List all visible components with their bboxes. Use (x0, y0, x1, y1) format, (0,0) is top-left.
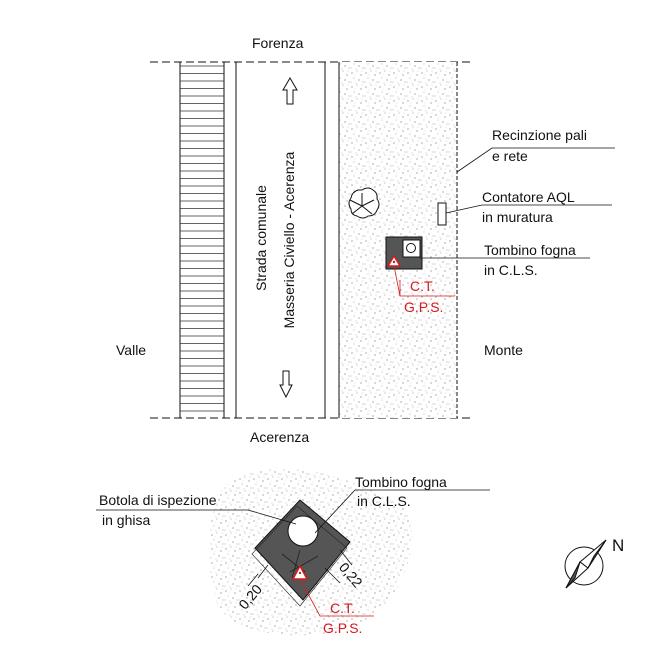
detail-manhole-label-line1: Tombino fogna (355, 474, 447, 490)
north-arrow-icon (564, 539, 607, 589)
detail-dimension-lines (247, 549, 353, 587)
hatch-label-line1: Botola di ispezione (99, 492, 217, 508)
detail-leaders (96, 489, 490, 534)
meter-label-line1: Contatore AQL (482, 189, 575, 205)
plan-point-label-line2: G.P.S. (404, 299, 444, 315)
fence-label-line2: e rete (492, 148, 528, 164)
manhole-plan-icon (385, 236, 423, 270)
road-label-line2: Masseria Civiello - Acerenza (281, 151, 297, 328)
detail-point-label-line2: G.P.S. (323, 620, 363, 636)
east-side-label: Monte (484, 342, 523, 358)
fence-label-line1: Recinzione pali (492, 127, 587, 143)
detail-manhole-label-line2: in C.L.S. (357, 493, 411, 509)
manhole-label-line1: Tombino fogna (484, 242, 576, 258)
road-label-line1: Strada comunale (253, 185, 269, 291)
hatch-label-line2: in ghisa (102, 512, 151, 528)
west-side-label: Valle (116, 342, 147, 358)
arrow-up-icon (282, 77, 298, 105)
south-destination-label: Acerenza (250, 429, 310, 445)
manhole-label-line2: in C.L.S. (484, 262, 538, 278)
plan-point-leader (393, 265, 455, 297)
arrow-down-icon (279, 370, 293, 399)
tree-icon (348, 187, 380, 219)
plan-leaders (420, 147, 615, 259)
detail-point-leader (299, 578, 374, 617)
north-label: N (612, 536, 625, 555)
plan-point-label-line1: C.T. (410, 278, 435, 294)
left-verge-hatch (179, 62, 225, 418)
north-destination-label: Forenza (252, 35, 304, 51)
inspection-hatch-icon (287, 515, 319, 547)
water-meter-icon (437, 202, 447, 226)
road-edges (235, 62, 326, 418)
meter-label-line2: in muratura (482, 209, 553, 225)
detail-point-label-line1: C.T. (330, 600, 355, 616)
